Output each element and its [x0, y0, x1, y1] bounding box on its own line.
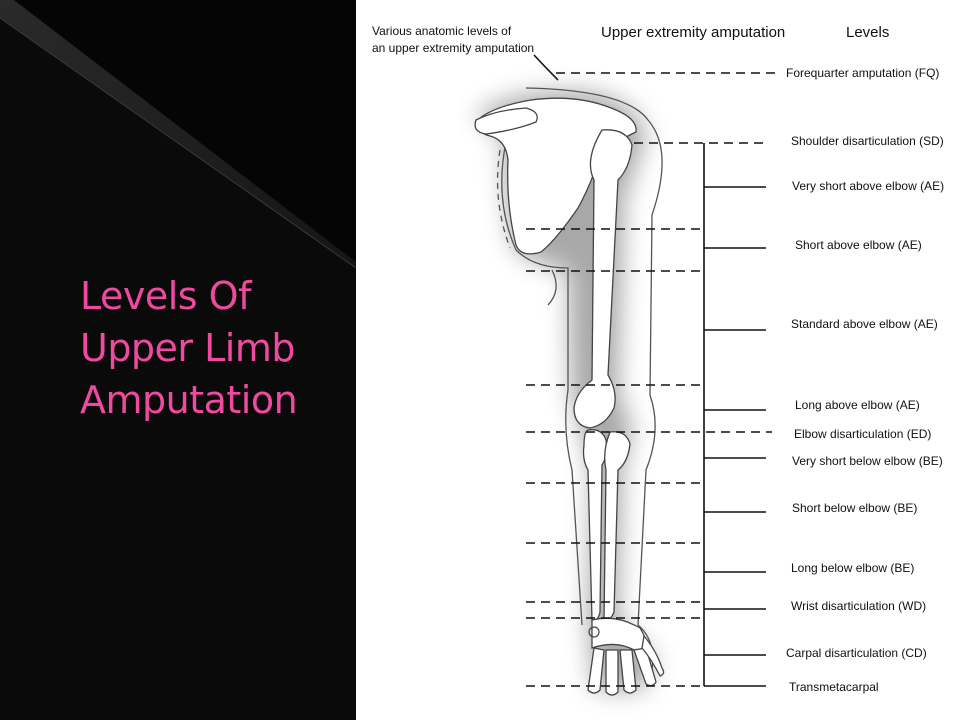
level-label-vsbe: Very short below elbow (BE): [792, 454, 943, 468]
level-label-stdae: Standard above elbow (AE): [791, 317, 938, 331]
title-line-1: Levels Of: [80, 274, 251, 318]
amputation-levels-diagram: Various anatomic levels of an upper extr…: [356, 0, 960, 720]
slide-title: Levels Of Upper Limb Amputation: [80, 270, 298, 426]
title-panel: Levels Of Upper Limb Amputation: [0, 0, 356, 720]
humerus: [573, 129, 633, 429]
caption-leader-line: [533, 54, 559, 81]
clavicle: [474, 107, 538, 135]
diagonal-decoration: [0, 0, 356, 269]
radius: [603, 431, 631, 621]
caption-line-1: Various anatomic levels of: [372, 24, 512, 38]
caption-line-2: an upper extremity amputation: [372, 41, 534, 55]
level-label-sae: Short above elbow (AE): [795, 238, 922, 252]
level-label-cd: Carpal disarticulation (CD): [786, 646, 927, 660]
title-line-2: Upper Limb: [80, 326, 296, 370]
level-label-vsae: Very short above elbow (AE): [792, 179, 944, 193]
level-label-wd: Wrist disarticulation (WD): [791, 599, 926, 613]
level-label-sbe: Short below elbow (BE): [792, 501, 917, 515]
arm-outline: [496, 87, 663, 671]
hand: [587, 617, 665, 696]
level-label-lae: Long above elbow (AE): [795, 398, 920, 412]
scapula: [477, 97, 637, 255]
diagram-header-title: Upper extremity amputation: [601, 24, 785, 41]
level-lines: [526, 72, 780, 687]
level-label-sd: Shoulder disarticulation (SD): [791, 134, 944, 148]
diagram-header-levels: Levels: [846, 24, 889, 41]
level-label-fq: Forequarter amputation (FQ): [786, 66, 939, 80]
diagram-canvas: Various anatomic levels of an upper extr…: [372, 24, 944, 696]
level-label-tm: Transmetacarpal: [789, 680, 879, 694]
level-label-ed: Elbow disarticulation (ED): [794, 427, 931, 441]
title-line-3: Amputation: [80, 378, 298, 422]
level-label-lbe: Long below elbow (BE): [791, 561, 914, 575]
level-labels: Forequarter amputation (FQ) Shoulder dis…: [786, 66, 944, 694]
